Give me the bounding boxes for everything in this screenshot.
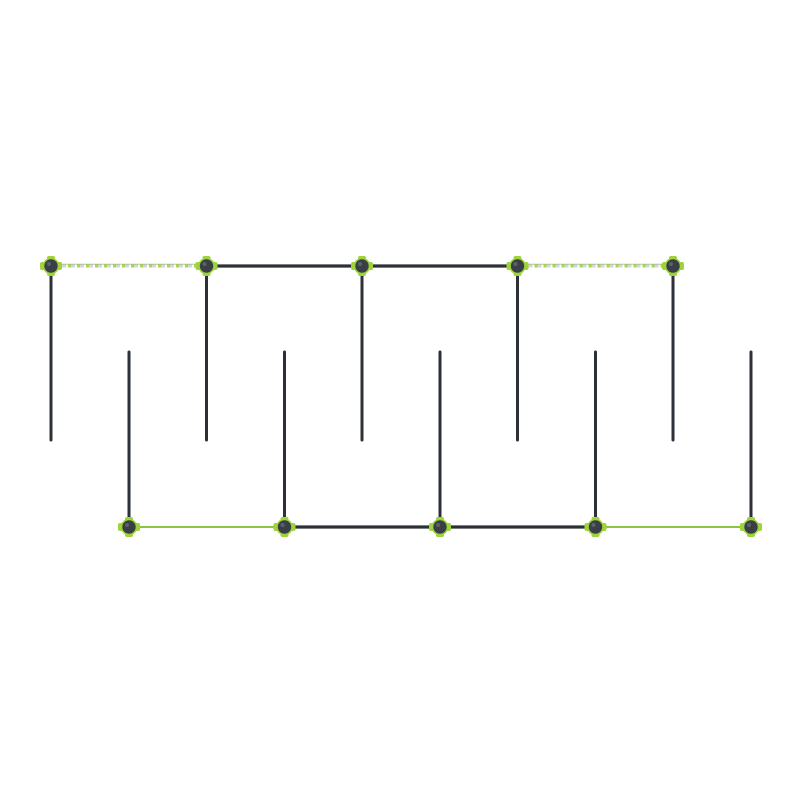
post-cap xyxy=(120,518,138,536)
post-cap-highlight xyxy=(669,262,673,266)
bottom-clamp-2 xyxy=(273,517,296,537)
post-cap xyxy=(198,257,215,275)
bottom-clamp-3 xyxy=(429,517,451,537)
post-cap-highlight xyxy=(513,262,518,266)
post-cap-highlight xyxy=(202,262,207,266)
post-cap-highlight xyxy=(47,262,51,266)
bottom-frame-row xyxy=(118,350,762,537)
post-cap-highlight xyxy=(280,523,285,527)
post-cap xyxy=(353,257,371,275)
bottom-clamp-4 xyxy=(584,517,607,537)
post-cap xyxy=(431,518,449,536)
post-cap xyxy=(587,518,604,536)
post-cap xyxy=(42,257,60,275)
top-clamp-4 xyxy=(506,256,529,276)
post-cap xyxy=(664,257,682,275)
post-cap-highlight xyxy=(436,523,440,527)
top-clamp-3 xyxy=(351,256,373,276)
post-cap-highlight xyxy=(747,523,751,527)
post-cap xyxy=(742,518,760,536)
post-cap xyxy=(509,257,526,275)
top-clamp-1 xyxy=(40,256,62,276)
post-cap-highlight xyxy=(358,262,362,266)
post-cap xyxy=(276,518,293,536)
top-rope-1 xyxy=(59,263,199,268)
top-clamp-5 xyxy=(662,256,684,276)
post-cap-highlight xyxy=(591,523,596,527)
top-rope-4 xyxy=(525,263,665,268)
top-frame-row xyxy=(40,256,684,442)
bottom-clamp-5 xyxy=(740,517,762,537)
top-clamp-2 xyxy=(195,256,218,276)
post-cap-highlight xyxy=(125,523,129,527)
bottom-clamp-1 xyxy=(118,517,140,537)
